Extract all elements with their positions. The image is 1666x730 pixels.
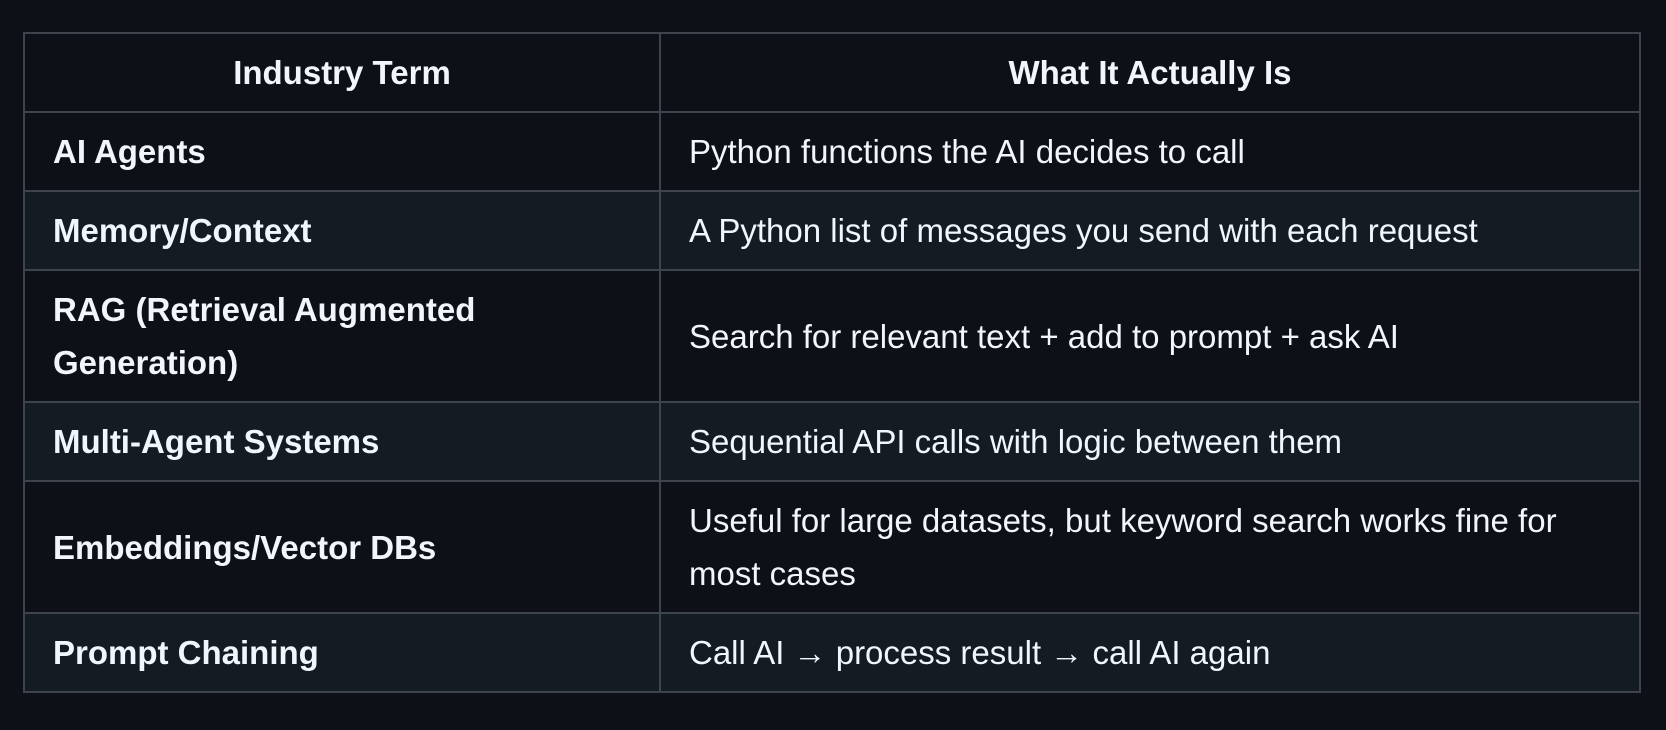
table-row: RAG (Retrieval Augmented Generation) Sea…: [23, 269, 1641, 403]
table-row: Embeddings/Vector DBs Useful for large d…: [23, 480, 1641, 614]
term-cell: Prompt Chaining: [23, 612, 661, 693]
description-cell: Useful for large datasets, but keyword s…: [659, 480, 1641, 614]
header-industry-term: Industry Term: [23, 32, 661, 113]
description-cell: A Python list of messages you send with …: [659, 190, 1641, 271]
term-cell: Multi-Agent Systems: [23, 401, 661, 482]
description-cell: Call AI → process result → call AI again: [659, 612, 1641, 693]
header-row: Industry Term What It Actually Is: [23, 32, 1641, 113]
table-body: AI Agents Python functions the AI decide…: [23, 111, 1641, 693]
description-cell: Search for relevant text + add to prompt…: [659, 269, 1641, 403]
term-cell: Embeddings/Vector DBs: [23, 480, 661, 614]
table-row: Prompt Chaining Call AI → process result…: [23, 612, 1641, 693]
terms-table: Industry Term What It Actually Is AI Age…: [23, 32, 1641, 693]
description-cell: Python functions the AI decides to call: [659, 111, 1641, 192]
table-row: Memory/Context A Python list of messages…: [23, 190, 1641, 271]
term-cell: RAG (Retrieval Augmented Generation): [23, 269, 661, 403]
term-cell: Memory/Context: [23, 190, 661, 271]
terms-table-container: Industry Term What It Actually Is AI Age…: [23, 32, 1641, 693]
table-row: Multi-Agent Systems Sequential API calls…: [23, 401, 1641, 482]
table-row: AI Agents Python functions the AI decide…: [23, 111, 1641, 192]
header-what-it-actually-is: What It Actually Is: [659, 32, 1641, 113]
table-header: Industry Term What It Actually Is: [23, 32, 1641, 113]
description-cell: Sequential API calls with logic between …: [659, 401, 1641, 482]
term-cell: AI Agents: [23, 111, 661, 192]
